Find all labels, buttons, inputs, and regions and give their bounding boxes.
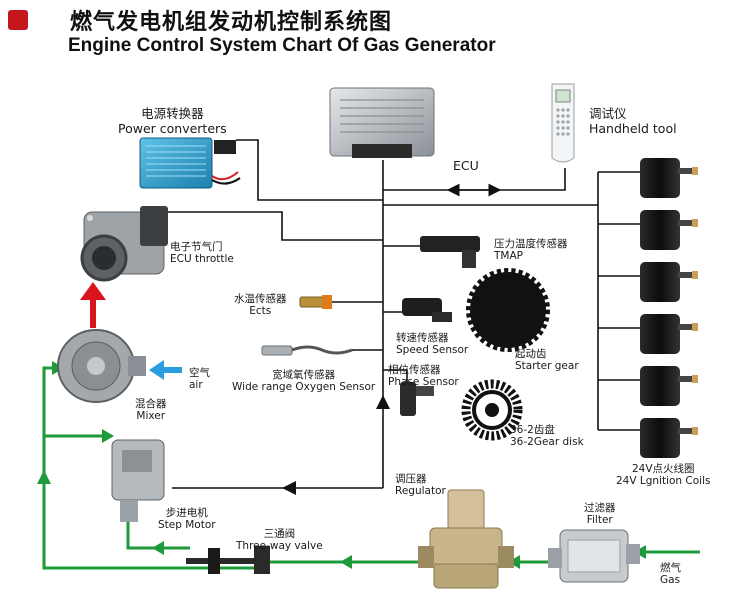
title-english: Engine Control System Chart Of Gas Gener…	[68, 35, 496, 56]
gear-disk-cn: 36-2齿盘	[510, 424, 555, 436]
filter-cn: 过滤器	[584, 502, 616, 514]
ignition-coil-2	[640, 210, 698, 250]
speed-sensor-en: Speed Sensor	[396, 344, 469, 356]
throttle-en: ECU throttle	[170, 253, 234, 265]
step-motor-cn: 步进电机	[165, 507, 208, 519]
air-cn: 空气	[189, 367, 210, 379]
three-way-valve-label: 三通阀 Three-way valve	[236, 528, 323, 552]
ignition-coil-6	[640, 418, 698, 458]
phase-sensor-label: 相位传感器 Phase Sensor	[388, 364, 459, 388]
power-converter-cn: 电源转换器	[141, 106, 204, 121]
air-en: air	[189, 379, 203, 391]
regulator	[418, 489, 514, 589]
starter-gear-cn: 起动齿	[515, 348, 547, 360]
starter-gear-label: 起动齿 Starter gear	[515, 348, 579, 372]
air-label: 空气 air	[189, 367, 210, 391]
gear-disk-en: 36-2Gear disk	[510, 436, 584, 448]
speed-sensor	[402, 298, 452, 322]
mixer-en: Mixer	[136, 410, 166, 422]
title-marker	[8, 10, 28, 30]
regulator-label: 调压器 Regulator	[395, 473, 446, 497]
ignition-coil-5	[640, 366, 698, 406]
mixer	[57, 329, 146, 403]
throttle-line	[163, 211, 383, 241]
ects-cn: 水温传感器	[234, 293, 287, 305]
handheld-line	[383, 168, 566, 191]
starter-gear-en: Starter gear	[515, 360, 579, 372]
step-motor-en: Step Motor	[158, 519, 216, 531]
step-motor	[111, 439, 165, 522]
ignition-coil-3	[640, 262, 698, 302]
ignition-coils-label: 24V点火线圈 24V Lgnition Coils	[616, 463, 710, 487]
ects-sensor	[299, 295, 332, 309]
three-way-valve	[186, 546, 270, 574]
speed-sensor-label: 转速传感器 Speed Sensor	[396, 332, 468, 356]
throttle-label: 电子节气门 ECU throttle	[170, 241, 234, 265]
ignition-coils-cn: 24V点火线圈	[631, 463, 695, 475]
tmap-sensor	[420, 236, 480, 268]
ects-en: Ects	[249, 305, 272, 317]
gear-disk-36-2	[461, 379, 523, 441]
power-converter	[139, 137, 241, 189]
title-chinese: 燃气发电机组发动机控制系统图	[70, 10, 393, 35]
gas-cn: 燃气	[660, 562, 681, 574]
phase-line	[383, 369, 408, 382]
handheld-tool	[551, 83, 575, 163]
starter-gear	[466, 268, 550, 352]
signal-lines	[163, 139, 640, 489]
mixer-cn: 混合器	[135, 398, 167, 410]
tmap-cn: 压力温度传感器	[494, 238, 568, 250]
ignition-coils	[640, 158, 698, 458]
ecu-label: ECU	[453, 158, 479, 173]
oxygen-sensor-label: 宽域氧传感器 Wide range Oxygen Sensor	[232, 369, 375, 393]
filter-label: 过滤器 Filter	[584, 502, 616, 526]
filter-en: Filter	[586, 514, 613, 526]
three-way-valve-en: Three-way valve	[236, 540, 323, 552]
throttle-cn: 电子节气门	[170, 241, 223, 253]
oxygen-sensor	[261, 345, 353, 356]
handheld-cn: 调试仪	[589, 106, 627, 121]
power-converter-label: 电源转换器 Power converters	[118, 106, 227, 136]
step-motor-label: 步进电机 Step Motor	[158, 507, 216, 531]
ignition-coils-en: 24V Lgnition Coils	[616, 475, 711, 487]
oxygen-sensor-en: Wide range Oxygen Sensor	[232, 381, 376, 393]
phase-sensor-cn: 相位传感器	[388, 364, 441, 376]
gas-en: Gas	[660, 574, 681, 586]
ecu-unit	[329, 87, 435, 158]
three-way-valve-cn: 三通阀	[263, 528, 296, 540]
regulator-cn: 调压器	[395, 473, 427, 485]
filter	[548, 529, 640, 583]
gear-disk-label: 36-2齿盘 36-2Gear disk	[510, 424, 584, 448]
power-converter-line	[236, 139, 383, 201]
regulator-en: Regulator	[395, 485, 446, 497]
gas-label: 燃气 Gas	[660, 562, 681, 586]
ignition-coil-1	[640, 158, 698, 198]
signal-arrowheads	[282, 183, 502, 495]
speed-sensor-cn: 转速传感器	[396, 332, 449, 344]
handheld-label: 调试仪 Handheld tool	[589, 106, 677, 136]
phase-sensor-en: Phase Sensor	[388, 376, 459, 388]
air-arrow	[149, 360, 182, 380]
ects-label: 水温传感器 Ects	[234, 293, 287, 317]
mixer-to-throttle-arrow	[80, 282, 106, 328]
phase-sensor	[400, 382, 434, 416]
tmap-en: TMAP	[494, 250, 523, 262]
handheld-en: Handheld tool	[589, 121, 677, 136]
oxygen-sensor-cn: 宽域氧传感器	[272, 369, 336, 381]
tmap-label: 压力温度传感器 TMAP	[494, 238, 568, 262]
ecu-throttle	[80, 206, 168, 282]
ignition-coil-4	[640, 314, 698, 354]
mixer-label: 混合器 Mixer	[135, 398, 167, 422]
power-converter-en: Power converters	[118, 121, 227, 136]
